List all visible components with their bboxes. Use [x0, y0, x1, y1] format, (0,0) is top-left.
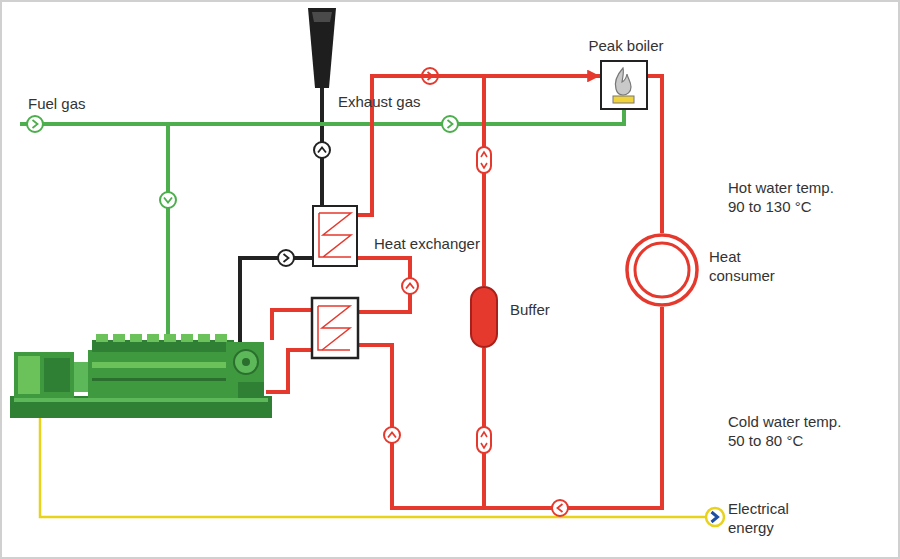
gas-engine	[130, 334, 142, 342]
gas-engine	[44, 358, 70, 392]
exhaust-stack	[308, 8, 336, 88]
electrical-line	[712, 512, 718, 522]
plant-illustration	[278, 250, 294, 266]
node-label: Heat consumer	[709, 247, 789, 285]
exhaust-pipe	[240, 258, 312, 342]
plant-illustration	[384, 427, 400, 443]
gas-engine	[10, 334, 272, 418]
gas-engine	[147, 334, 159, 342]
node-label: Heat exchanger	[374, 234, 480, 253]
node-label: Peak boiler	[562, 36, 690, 55]
buffer-tank: Buffer	[470, 286, 498, 348]
gas-engine	[96, 334, 227, 342]
plant-illustration	[402, 278, 418, 294]
burner-flame	[615, 68, 631, 95]
heat-consumer: Heat consumer	[625, 233, 699, 307]
gas-engine	[238, 382, 264, 396]
exhaust-stack	[312, 12, 332, 22]
gas-engine	[242, 358, 250, 366]
heat-consumer-coil	[627, 235, 697, 305]
exhaust-pipe	[240, 88, 322, 342]
gas-engine	[14, 352, 74, 398]
gas-engine	[92, 378, 234, 381]
gas-engine	[198, 334, 210, 342]
gas-engine	[234, 350, 258, 374]
gas-engine	[74, 362, 88, 392]
burner-flame	[613, 96, 634, 103]
gas-engine	[18, 356, 40, 394]
electrical-line	[40, 418, 724, 526]
fuel-gas-pipe	[20, 110, 624, 124]
heat-consumer-coil	[625, 233, 699, 307]
heat-exchanger-symbol	[312, 298, 358, 358]
cold-water-label: Cold water temp. 50 to 80 °C	[728, 412, 852, 450]
electrical-label: Electrical energy	[728, 499, 808, 537]
peak-boiler: Peak boiler	[600, 60, 648, 110]
plant-illustration	[442, 116, 458, 132]
plant-illustration	[477, 427, 491, 453]
gas-engine	[92, 362, 234, 368]
gas-engine	[113, 334, 125, 342]
water-pipe	[648, 76, 662, 233]
heat-exchanger-symbol	[318, 306, 350, 350]
plant-illustration	[552, 500, 568, 516]
exhaust-stack	[308, 8, 336, 88]
water-pipe	[266, 76, 662, 508]
gas-engine	[226, 342, 264, 382]
gas-engine	[10, 396, 272, 418]
heat-exchanger-symbol	[314, 207, 355, 264]
gas-engine	[96, 334, 108, 342]
water-pipe	[482, 76, 486, 286]
fuel-label: Fuel gas	[28, 94, 86, 113]
plant-illustration	[314, 142, 330, 158]
node-label: Buffer	[510, 300, 550, 319]
gas-engine	[14, 398, 268, 402]
heat-exchanger: Heat exchanger	[312, 205, 358, 267]
fuel-gas-pipe	[166, 124, 170, 345]
gas-engine	[181, 334, 193, 342]
gas-engine	[164, 334, 176, 342]
water-pipe	[266, 350, 312, 392]
water-pipe	[272, 310, 312, 340]
plant-illustration	[477, 147, 491, 173]
gas-engine	[88, 350, 238, 398]
burner-flame	[602, 62, 645, 107]
heat-exchanger-symbol	[319, 213, 351, 257]
gas-engine	[215, 334, 227, 342]
heat-exchanger-symbol	[312, 298, 358, 358]
hot-water-label: Hot water temp. 90 to 130 °C	[728, 178, 844, 216]
electrical-line	[706, 508, 724, 526]
electrical-line	[40, 418, 706, 517]
plant-illustration	[27, 116, 43, 132]
heat-consumer-coil	[635, 243, 689, 297]
exhaust-label: Exhaust gas	[338, 92, 421, 111]
heat-exchanger-symbol	[318, 306, 350, 350]
plant-illustration	[160, 192, 176, 208]
water-pipe	[358, 307, 662, 508]
